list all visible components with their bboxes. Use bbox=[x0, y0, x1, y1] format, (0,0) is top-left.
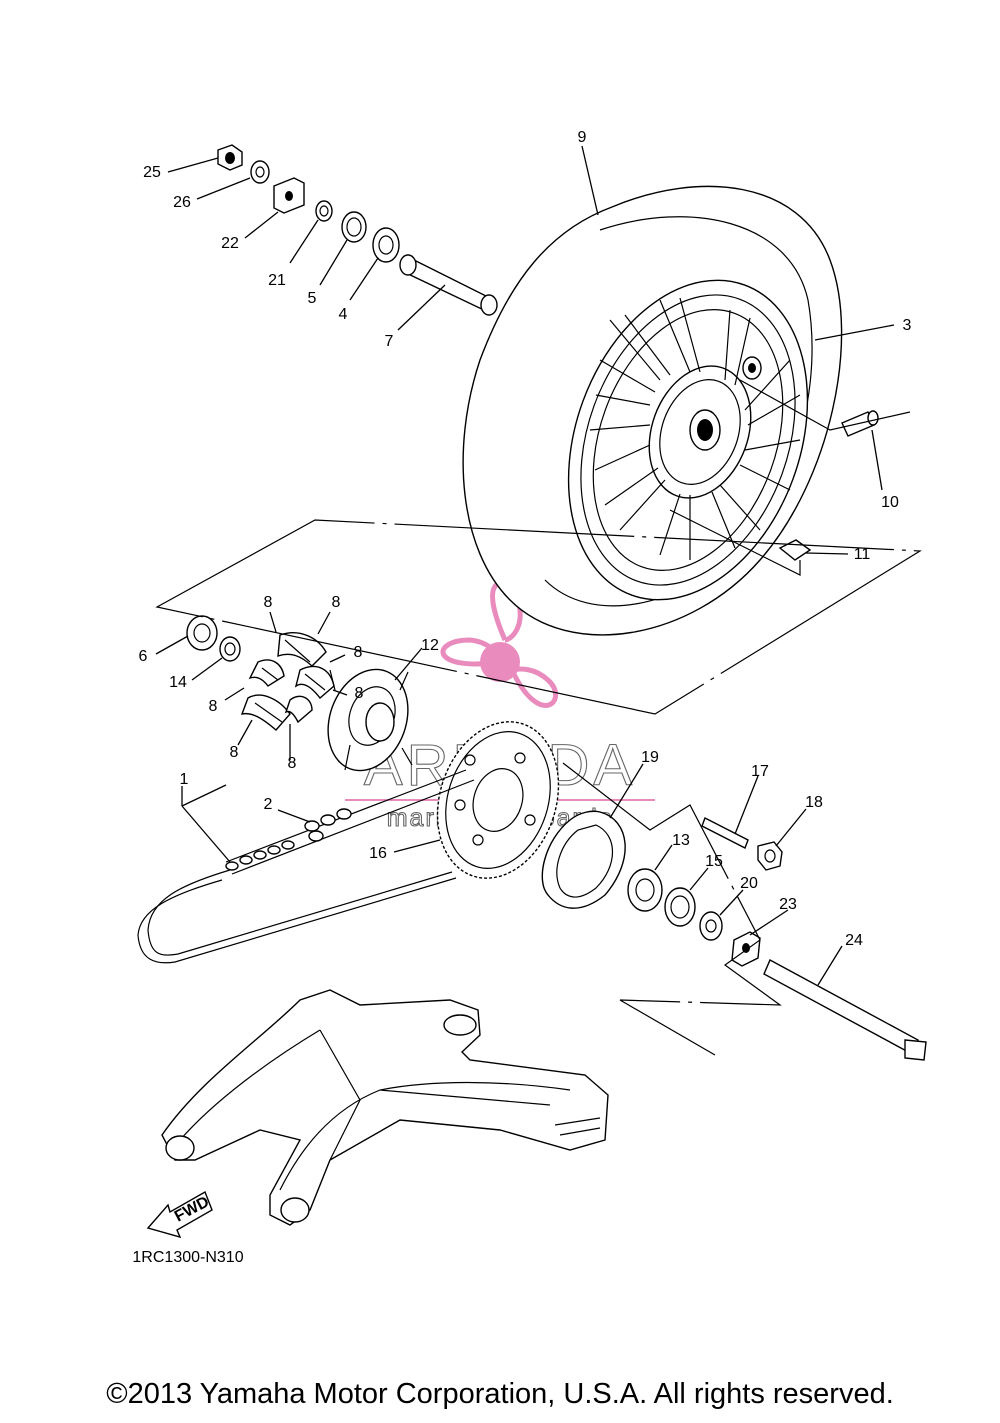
part-16-sprocket bbox=[436, 721, 560, 879]
callout-26: 26 bbox=[173, 194, 191, 211]
part-24-wheel-axle bbox=[763, 959, 927, 1061]
part-14-collar bbox=[219, 636, 241, 662]
diagram-code: 1RC1300-N310 bbox=[132, 1249, 243, 1266]
part-2-chain-joint bbox=[304, 808, 352, 842]
part-7-spacer bbox=[399, 254, 498, 316]
callout-17: 17 bbox=[751, 763, 769, 780]
callout-10: 10 bbox=[881, 494, 899, 511]
callout-20: 20 bbox=[740, 875, 758, 892]
part-19-brake-disc-guard bbox=[541, 810, 626, 909]
callout-8-a: 8 bbox=[264, 594, 273, 611]
callout-24: 24 bbox=[845, 932, 863, 949]
part-6-bearing bbox=[186, 615, 218, 651]
rear-wheel-tire bbox=[462, 185, 843, 636]
part-25-nut bbox=[217, 144, 243, 171]
armada-propeller-logo bbox=[440, 581, 559, 708]
callout-1: 1 bbox=[180, 771, 189, 788]
part-26-washer bbox=[250, 160, 270, 184]
part-20-collar bbox=[699, 911, 723, 941]
part-21-collar bbox=[315, 200, 333, 222]
callout-9: 9 bbox=[578, 129, 587, 146]
copyright-notice: ©2013 Yamaha Motor Corporation, U.S.A. A… bbox=[106, 1378, 894, 1410]
callout-19: 19 bbox=[641, 749, 659, 766]
callout-3: 3 bbox=[903, 317, 912, 334]
callout-14: 14 bbox=[169, 674, 187, 691]
part-17-stud-bolt bbox=[701, 817, 749, 849]
part-8-damper-set bbox=[240, 632, 335, 731]
part-23-adjust-plate bbox=[731, 931, 761, 967]
part-5-oil-seal bbox=[341, 211, 367, 243]
callout-5: 5 bbox=[308, 290, 317, 307]
callout-4: 4 bbox=[339, 306, 348, 323]
callout-13: 13 bbox=[672, 832, 690, 849]
callout-labels: 25 26 22 21 5 4 7 9 3 10 11 12 6 14 8 8 … bbox=[139, 129, 912, 949]
part-1-drive-chain bbox=[137, 769, 475, 964]
callout-8-f: 8 bbox=[230, 744, 239, 761]
callout-12: 12 bbox=[421, 637, 439, 654]
part-11-balance-weight bbox=[778, 539, 812, 561]
callout-11: 11 bbox=[854, 546, 871, 563]
callout-23: 23 bbox=[779, 896, 797, 913]
callout-7: 7 bbox=[385, 333, 394, 350]
callout-8-d: 8 bbox=[355, 685, 364, 702]
callout-6: 6 bbox=[139, 648, 148, 665]
weight-assembly-outline bbox=[669, 509, 801, 576]
callout-16: 16 bbox=[369, 845, 387, 862]
callout-2: 2 bbox=[264, 796, 273, 813]
callout-8-g: 8 bbox=[288, 755, 297, 772]
part-15-oil-seal bbox=[664, 887, 696, 927]
fwd-arrow-icon: FWD bbox=[146, 1190, 213, 1239]
swingarm bbox=[161, 989, 609, 1226]
valve-assembly-outline bbox=[739, 379, 911, 431]
callout-22: 22 bbox=[221, 235, 239, 252]
right-side-outline bbox=[562, 762, 782, 1056]
callout-15: 15 bbox=[705, 853, 723, 870]
callout-25: 25 bbox=[143, 164, 161, 181]
part-12-clutch-hub bbox=[327, 668, 413, 772]
callout-18: 18 bbox=[805, 794, 823, 811]
callout-8-b: 8 bbox=[332, 594, 341, 611]
part-13-bearing bbox=[627, 868, 663, 912]
part-18-nut bbox=[757, 841, 783, 871]
part-22-adjust-plate bbox=[273, 177, 305, 214]
callout-21: 21 bbox=[268, 272, 286, 289]
part-4-bearing bbox=[372, 227, 400, 263]
leader-lines bbox=[155, 145, 895, 986]
callout-8-c: 8 bbox=[354, 644, 363, 661]
hub-assembly-outline bbox=[155, 519, 922, 715]
callout-8-e: 8 bbox=[209, 698, 218, 715]
